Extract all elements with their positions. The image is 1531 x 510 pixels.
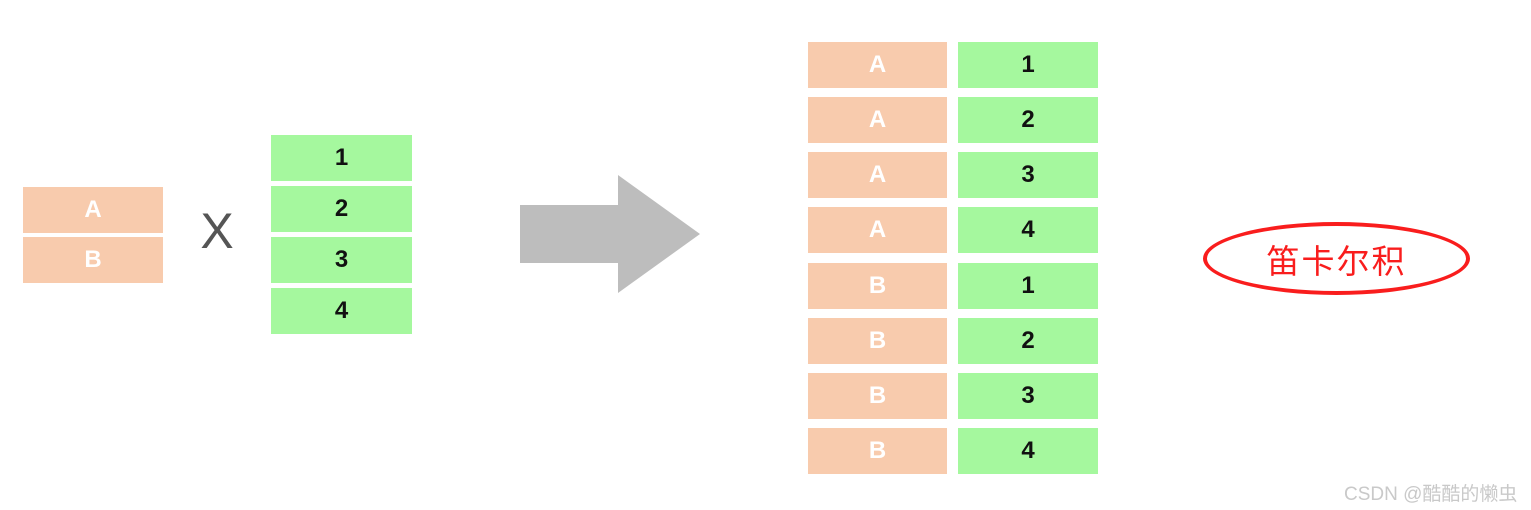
cartesian-product-ellipse: 笛卡尔积 [1203,222,1470,295]
multiply-operator: X [200,203,234,259]
right-table-cell-1: 1 [271,135,412,181]
right-table-cell-3: 3 [271,237,412,283]
result-cell-left: A [808,97,947,143]
right-arrow-icon [520,175,700,293]
result-cell-right: 3 [958,373,1098,419]
result-cell-left: B [808,263,947,309]
watermark-text: CSDN @酷酷的懒虫 [1344,484,1518,505]
result-cell-right: 3 [958,152,1098,198]
cartesian-product-label: 笛卡尔积 [1266,242,1407,280]
result-cell-left: B [808,428,947,474]
left-table-cell-b: B [23,237,163,283]
result-cell-right: 1 [958,42,1098,88]
left-table-cell-a: A [23,187,163,233]
right-table-cell-4: 4 [271,288,412,334]
result-cell-left: B [808,318,947,364]
result-cell-left: A [808,42,947,88]
result-cell-left: A [808,152,947,198]
result-cell-right: 2 [958,97,1098,143]
result-cell-right: 4 [958,428,1098,474]
result-cell-left: B [808,373,947,419]
result-cell-left: A [808,207,947,253]
result-cell-right: 4 [958,207,1098,253]
result-cell-right: 1 [958,263,1098,309]
result-cell-right: 2 [958,318,1098,364]
right-table-cell-2: 2 [271,186,412,232]
